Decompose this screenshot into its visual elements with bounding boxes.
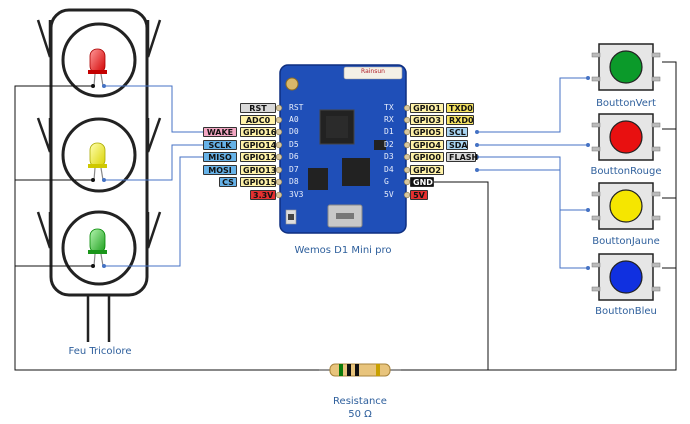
pin-tag-sclk: SCLK [203, 140, 237, 150]
button-blue[interactable] [591, 253, 661, 301]
ground-wires [14, 61, 677, 371]
pin-tag-rxd0: RXD0 [446, 115, 474, 125]
button-green[interactable] [591, 43, 661, 91]
silk-5v: 5V [384, 190, 394, 199]
silk-d2: D2 [384, 140, 394, 149]
led-green [88, 228, 107, 267]
pin-tag-sda: SDA [446, 140, 468, 150]
pin-label-5v: 5V [410, 190, 428, 200]
pin-tag-scl: SCL [446, 127, 468, 137]
pin-label-rst: RST [240, 103, 276, 113]
pin-tag-miso: MISO [203, 152, 237, 162]
board-name: Wemos D1 Mini pro [294, 245, 392, 256]
pin-label-gpio16: GPIO16 [240, 127, 276, 137]
silk-3v3: 3V3 [289, 190, 304, 199]
traffic-light-label: Feu Tricolore [68, 346, 132, 357]
button-yellow-label: BouttonJaune [592, 236, 660, 247]
silk-rx: RX [384, 115, 394, 124]
silk-d3: D3 [384, 152, 394, 161]
pin-tag-wake: WAKE [203, 127, 237, 137]
silk-tx: TX [384, 103, 394, 112]
silk-d6: D6 [289, 152, 299, 161]
signal-wires [104, 77, 588, 269]
pin-label-gpio12: GPIO12 [240, 152, 276, 162]
wemos-board [275, 64, 411, 234]
pin-label-gpio14: GPIO14 [240, 140, 276, 150]
pin-label-gpio4: GPIO4 [410, 140, 444, 150]
pin-label-gnd: GND [410, 177, 434, 187]
button-blue-label: BouttonBleu [595, 306, 657, 317]
pin-label-gpio2: GPIO2 [410, 165, 444, 175]
silk-d1: D1 [384, 127, 394, 136]
led-yellow [88, 142, 107, 181]
pin-label-gpio15: GPIO15 [240, 177, 276, 187]
led-red [88, 48, 107, 87]
silk-a0: A0 [289, 115, 299, 124]
pin-tag-flash: FLASH [446, 152, 478, 162]
board-brand: Rainsun [361, 68, 385, 75]
pin-label-gpio5: GPIO5 [410, 127, 444, 137]
resistor-label: Resistance [333, 396, 387, 407]
button-yellow[interactable] [591, 182, 661, 230]
button-red[interactable] [591, 113, 661, 161]
silk-d5: D5 [289, 140, 299, 149]
pin-label-3v3: 3.3V [250, 190, 276, 200]
silk-d7: D7 [289, 165, 299, 174]
pin-tag-cs: CS [219, 177, 237, 187]
silk-d0: D0 [289, 127, 299, 136]
pin-label-gpio1: GPIO1 [410, 103, 444, 113]
pin-tag-mosi: MOSI [203, 165, 237, 175]
pin-label-gpio0: GPIO0 [410, 152, 444, 162]
silk-d4: D4 [384, 165, 394, 174]
pin-tag-txd0: TXD0 [446, 103, 474, 113]
silk-d8: D8 [289, 177, 299, 186]
pin-label-gpio13: GPIO13 [240, 165, 276, 175]
button-red-label: BouttonRouge [590, 166, 662, 177]
silk-rst: RST [289, 103, 304, 112]
resistor-value: 50 Ω [348, 409, 372, 420]
pin-label-adc0: ADC0 [240, 115, 276, 125]
traffic-light [36, 8, 162, 342]
silk-g: G [384, 177, 389, 186]
resistor [319, 363, 401, 377]
pin-label-gpio3: GPIO3 [410, 115, 444, 125]
button-green-label: BouttonVert [596, 98, 656, 109]
